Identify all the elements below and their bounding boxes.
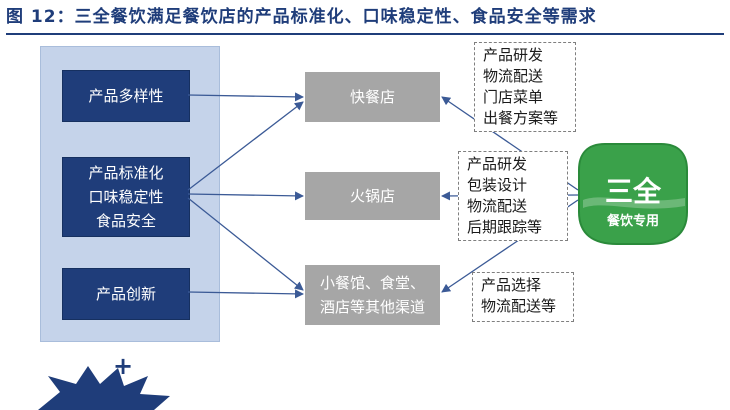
store-box-hotpot: 火锅店 — [305, 172, 440, 220]
service-line: 包装设计 — [467, 176, 528, 194]
arrow-standard-to-hotpot — [187, 191, 304, 201]
arrow-standard-to-other — [187, 197, 304, 291]
arrow-innovation-to-other — [187, 289, 304, 299]
store-line: 火锅店 — [349, 187, 395, 205]
service-line: 物流配送等 — [481, 297, 557, 315]
service-line: 产品选择 — [481, 276, 542, 294]
logo-subtitle-text: 餐饮专用 — [606, 214, 659, 229]
starburst-shape — [38, 366, 170, 410]
feature-line: 口味稳定性 — [88, 188, 164, 206]
sanquan-catering-logo: 三全 餐饮专用 — [575, 140, 691, 248]
store-box-fastfood: 快餐店 — [305, 72, 440, 122]
title-divider — [6, 33, 724, 35]
store-box-other-channels: 小餐馆、食堂、 酒店等其他渠道 — [305, 265, 440, 325]
store-line: 小餐馆、食堂、 — [319, 274, 425, 292]
feature-line: 产品多样性 — [88, 87, 164, 105]
feature-box-standardization: 产品标准化 口味稳定性 食品安全 — [62, 157, 190, 237]
service-line: 物流配送 — [483, 67, 544, 85]
service-box-hotpot: 产品研发 包装设计 物流配送 后期跟踪等 — [458, 151, 568, 241]
service-line: 产品研发 — [483, 46, 544, 64]
feature-box-innovation: 产品创新 — [62, 268, 190, 320]
arrow-diversity-to-fastfood — [187, 92, 304, 102]
service-line: 出餐方案等 — [483, 109, 559, 127]
arrow-standard-to-fastfood — [187, 101, 304, 191]
feature-box-diversity: 产品多样性 — [62, 70, 190, 122]
feature-line: 食品安全 — [95, 212, 156, 230]
service-box-fastfood: 产品研发 物流配送 门店菜单 出餐方案等 — [474, 42, 576, 132]
service-line: 物流配送 — [467, 197, 528, 215]
store-line: 酒店等其他渠道 — [319, 298, 425, 316]
logo-brand-text: 三全 — [604, 175, 661, 208]
store-line: 快餐店 — [349, 88, 395, 106]
logo-shape — [578, 143, 688, 245]
figure-title: 图 12：三全餐饮满足餐饮店的产品标准化、口味稳定性、食品安全等需求 — [6, 7, 597, 27]
feature-line: 产品标准化 — [88, 164, 164, 182]
service-line: 产品研发 — [467, 155, 528, 173]
service-line: 后期跟踪等 — [467, 218, 543, 236]
service-box-other-channels: 产品选择 物流配送等 — [472, 272, 574, 322]
service-line: 门店菜单 — [483, 88, 544, 106]
feature-line: 产品创新 — [95, 285, 156, 303]
